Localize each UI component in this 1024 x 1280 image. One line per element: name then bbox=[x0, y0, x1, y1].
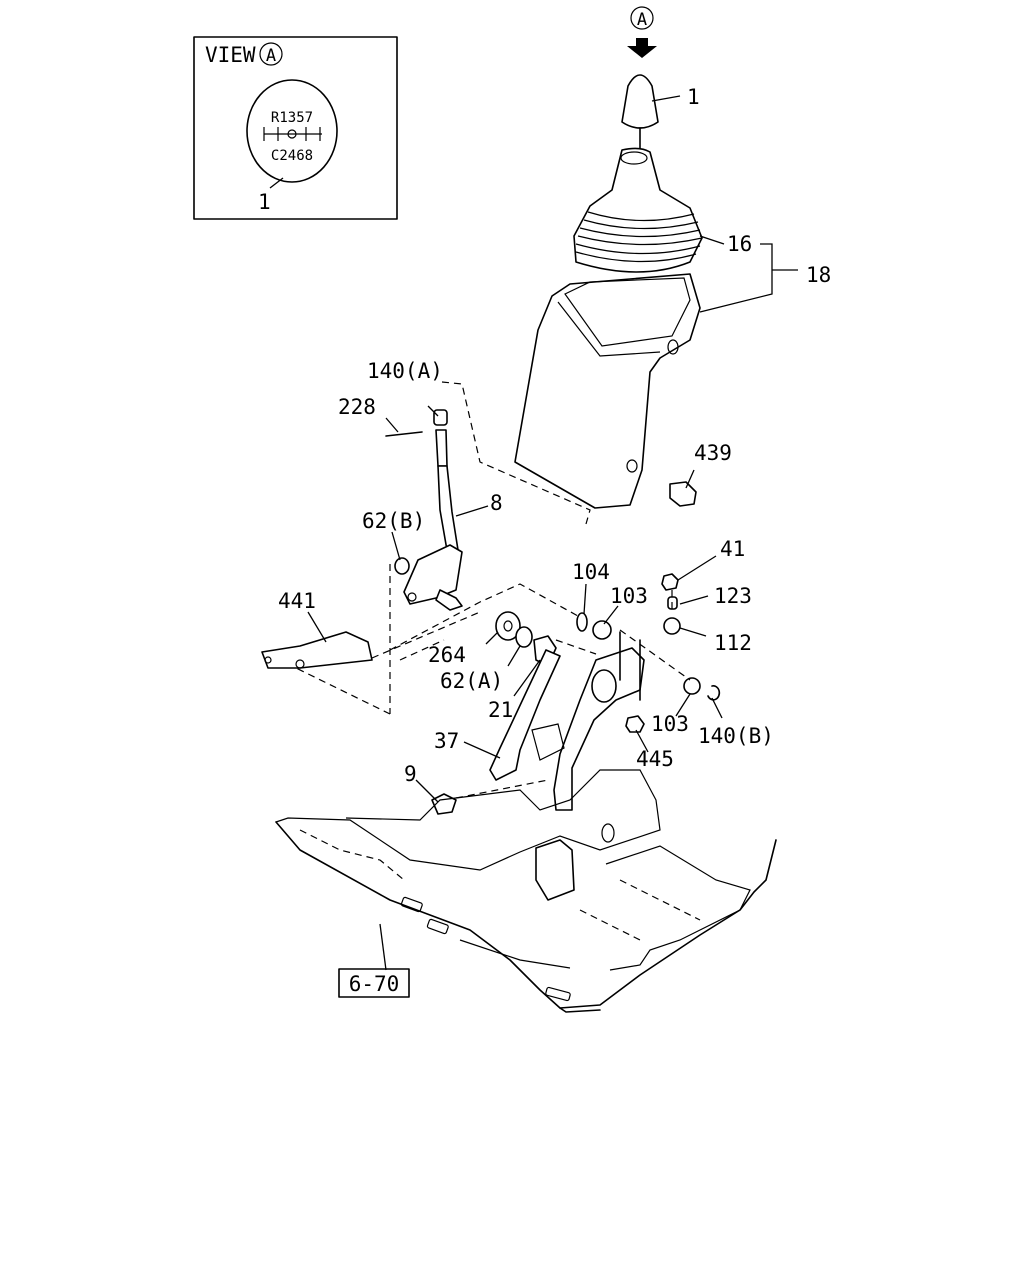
view-circle-letter: A bbox=[266, 46, 276, 66]
view-arrow-icon bbox=[627, 38, 657, 58]
label-140b: 140(B) bbox=[698, 724, 774, 748]
reference-label: 6-70 bbox=[349, 972, 400, 996]
shift-knob bbox=[621, 74, 659, 151]
label-9: 9 bbox=[404, 762, 417, 786]
shift-pattern-top-row: R1357 bbox=[271, 110, 313, 126]
label-37: 37 bbox=[434, 729, 459, 753]
label-140a: 140(A) bbox=[367, 359, 443, 383]
label-112: 112 bbox=[714, 631, 752, 655]
label-123: 123 bbox=[714, 584, 752, 608]
nut-112 bbox=[663, 617, 681, 635]
label-41: 41 bbox=[720, 537, 745, 561]
bracket-441 bbox=[261, 631, 373, 669]
clip-140b bbox=[707, 685, 721, 701]
washer-264 bbox=[495, 611, 521, 641]
bushing-62a bbox=[515, 626, 533, 648]
part-labels: 1 16 18 140(A) 228 439 8 62(B) 41 104 10… bbox=[278, 85, 831, 786]
shift-pattern-gate bbox=[263, 127, 322, 141]
nut-445 bbox=[625, 715, 645, 733]
label-8: 8 bbox=[490, 491, 503, 515]
view-part-label: 1 bbox=[258, 190, 271, 214]
bolt-439 bbox=[669, 481, 697, 507]
label-441: 441 bbox=[278, 589, 316, 613]
label-62a: 62(A) bbox=[440, 669, 503, 693]
label-16: 16 bbox=[727, 232, 752, 256]
label-103b: 103 bbox=[651, 712, 689, 736]
shift-pattern-bottom-row: C2468 bbox=[271, 148, 313, 164]
shift-boot bbox=[573, 147, 703, 273]
label-228: 228 bbox=[338, 395, 376, 419]
shift-lever bbox=[385, 409, 463, 611]
shift-knob-top-outline bbox=[246, 79, 338, 183]
view-title: VIEW bbox=[205, 43, 256, 67]
pin-228 bbox=[385, 431, 423, 437]
label-103a: 103 bbox=[610, 584, 648, 608]
bushing-103a bbox=[592, 620, 612, 640]
lever-bracket-37 bbox=[489, 631, 645, 811]
label-445: 445 bbox=[636, 747, 674, 771]
label-18: 18 bbox=[806, 263, 831, 287]
view-marker-letter: A bbox=[637, 10, 647, 30]
label-62b: 62(B) bbox=[362, 509, 425, 533]
nut-41 bbox=[661, 573, 679, 591]
label-1: 1 bbox=[687, 85, 700, 109]
label-264: 264 bbox=[428, 643, 466, 667]
label-439: 439 bbox=[694, 441, 732, 465]
leader-lines bbox=[307, 95, 798, 971]
nut-140a bbox=[433, 409, 448, 426]
bushing-62b bbox=[394, 557, 410, 575]
floor-panel bbox=[275, 769, 777, 1013]
clip-104 bbox=[576, 612, 588, 632]
label-104: 104 bbox=[572, 560, 610, 584]
shift-console-cover bbox=[514, 273, 701, 509]
assembly-lines bbox=[295, 381, 691, 799]
reference-box: 6-70 bbox=[338, 968, 410, 998]
small-parts bbox=[394, 481, 721, 815]
view-inset: VIEW A R1357 C2468 1 bbox=[193, 36, 398, 220]
view-a-marker: A bbox=[627, 6, 657, 58]
bushing-103b bbox=[683, 677, 701, 695]
label-21: 21 bbox=[488, 698, 513, 722]
